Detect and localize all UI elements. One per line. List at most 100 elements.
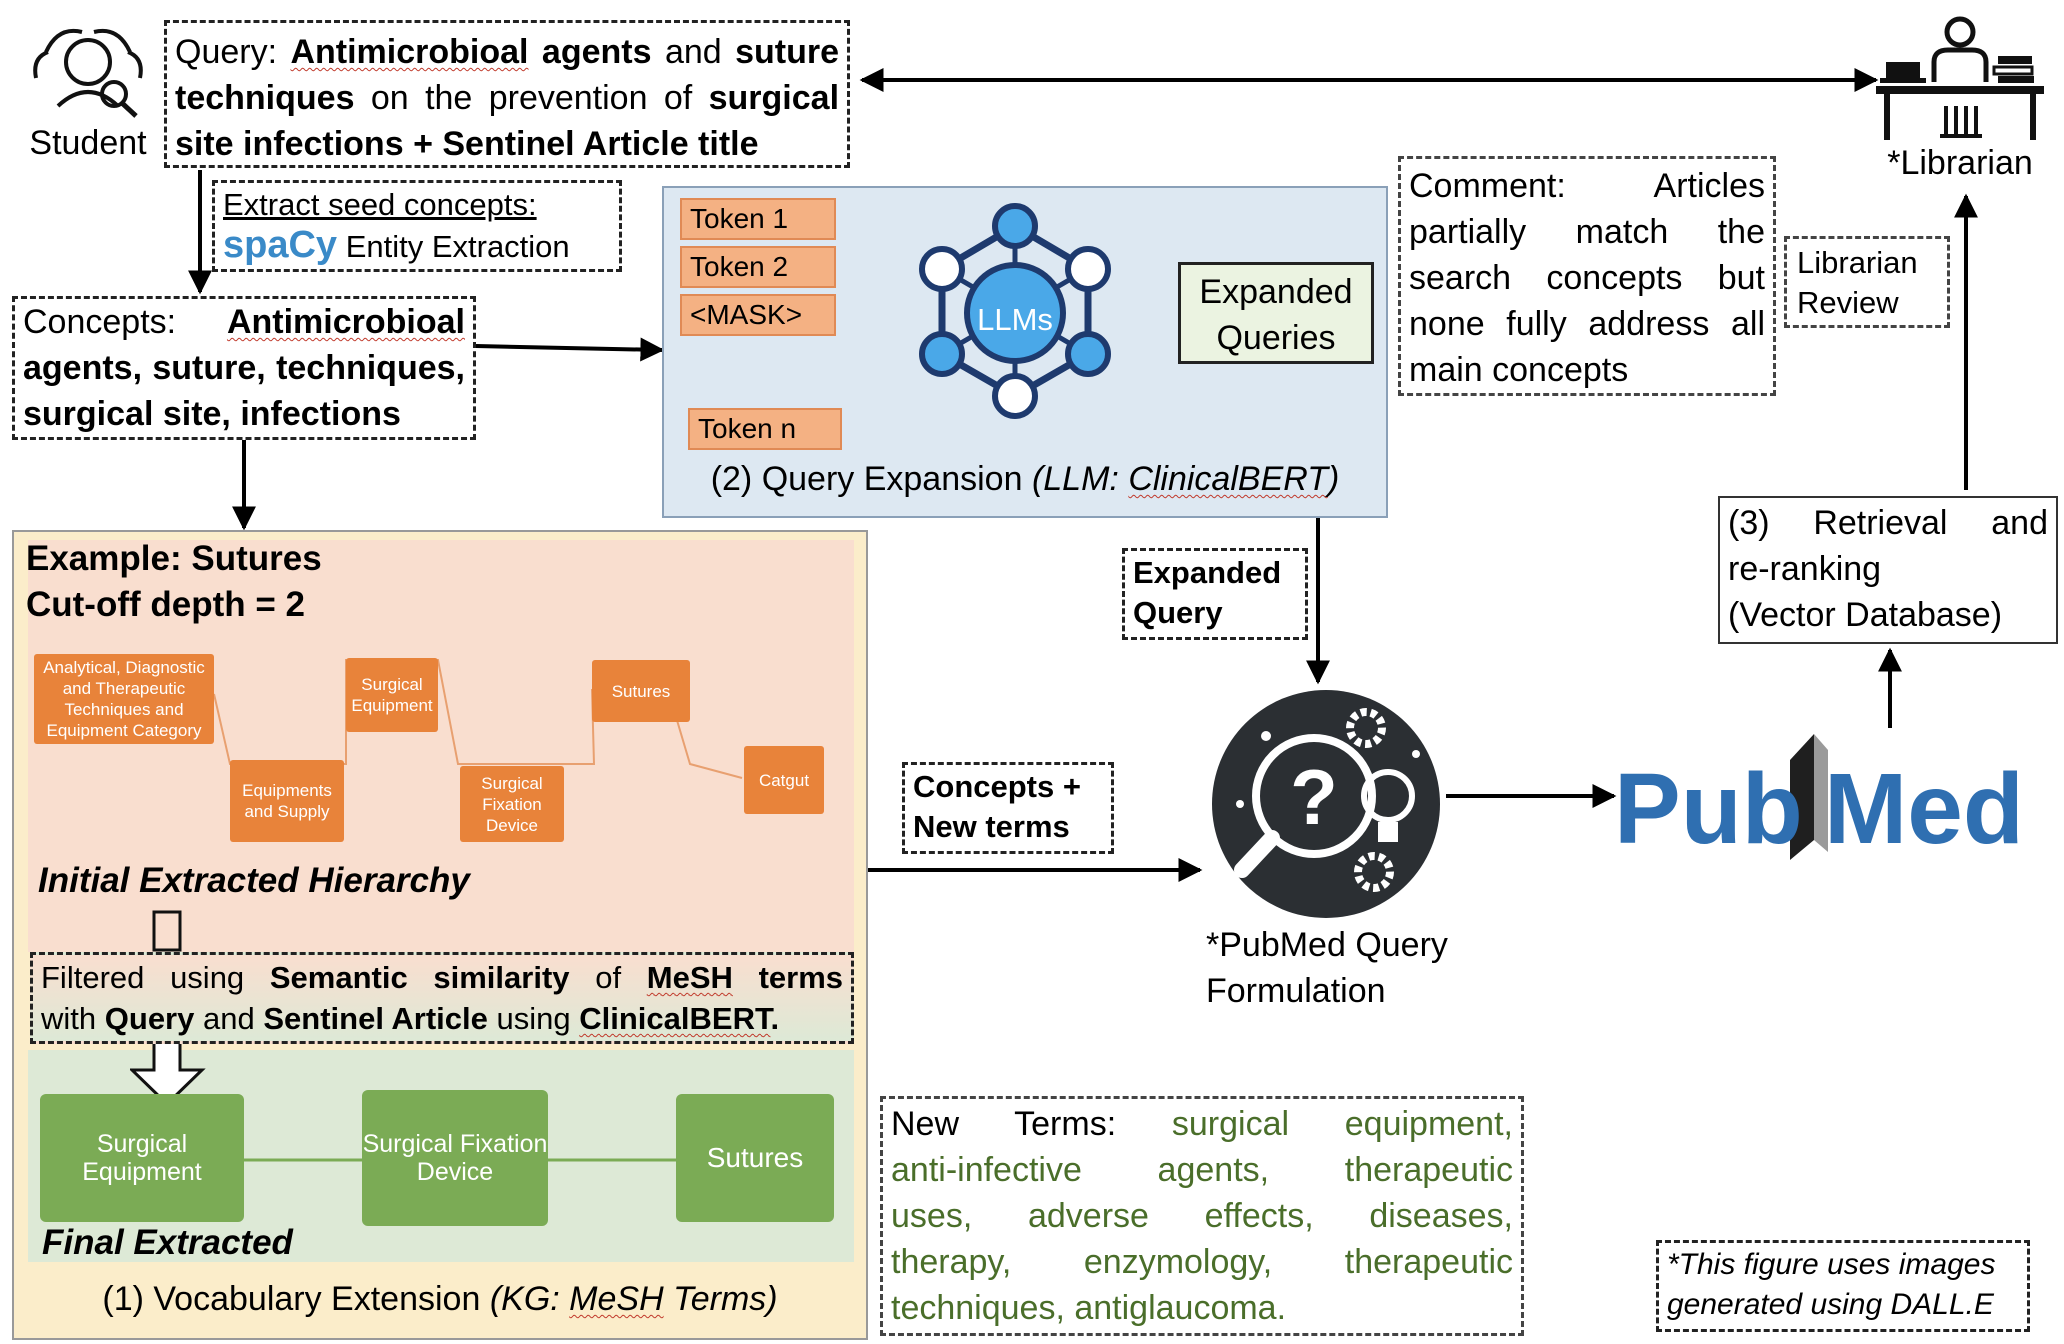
comment-line-4: none fully address all — [1409, 305, 1765, 343]
filter-word-similarity: similarity — [433, 960, 570, 995]
pubmed-query-icon: ? — [1212, 690, 1440, 918]
pubmed-logo-pub: Pub — [1614, 753, 1803, 865]
vocab-example-title: Example: Sutures Cut-off depth = 2 — [26, 536, 526, 628]
comment-box: Comment: Articles partially match the se… — [1398, 156, 1776, 396]
concepts-box: Concepts: Antimicrobioal agents, suture,… — [12, 296, 476, 440]
new-terms-list-3: uses, adverse effects, diseases, — [891, 1197, 1513, 1235]
filter-word-clinicalbert: ClinicalBERT — [579, 1001, 771, 1036]
student-node: Student — [18, 22, 158, 162]
retrieval-step-number: (3) — [1728, 504, 1770, 542]
caption-plain: (2) Query Expansion — [710, 460, 1032, 498]
seed-concepts-line-2: spaCy Entity Extraction — [223, 225, 611, 267]
dalle-note-box: *This figure uses images generated using… — [1656, 1240, 2030, 1332]
final-node-sutures: Sutures — [676, 1094, 834, 1222]
query-prefix: Query: — [175, 33, 278, 71]
pubmed-logo-med: Med — [1824, 753, 2024, 865]
filter-word-of: of — [595, 960, 622, 995]
filter-word-sentinel-article: Sentinel Article — [263, 1001, 488, 1036]
concepts-new-terms-label-box: Concepts + New terms — [902, 762, 1114, 854]
vocab-caption-italic-a: (KG: — [489, 1280, 570, 1318]
librarian-label: *Librarian — [1887, 144, 2033, 182]
comment-word-articles: Articles — [1653, 167, 1765, 205]
retrieval-line-2: re-ranking — [1728, 550, 1882, 588]
expanded-queries-box: Expanded Queries — [1178, 262, 1374, 364]
librarian-review-line-1: Librarian — [1797, 245, 1918, 280]
query-term-agents: agents — [541, 33, 652, 71]
concepts-new-terms-line-2: New terms — [913, 809, 1070, 844]
student-label: Student — [29, 124, 147, 162]
token-mask: <MASK> — [680, 294, 836, 336]
vocab-caption-mesh: MeSH — [569, 1280, 664, 1318]
query-words-prevention: on the prevention of — [370, 79, 693, 117]
token-n: Token n — [688, 408, 842, 450]
arrow-concepts-expansion — [475, 337, 665, 362]
token-1: Token 1 — [680, 198, 836, 240]
query-line-1: Query: Antimicrobioal agents and suture — [175, 29, 839, 75]
filter-word-using-2: using — [496, 1001, 571, 1036]
hierarchy-node-equipments-supply: Equipments and Supply — [230, 760, 344, 842]
new-terms-list-1: surgical equipment, — [1171, 1105, 1513, 1143]
caption-italic-a: (LLM: — [1031, 460, 1129, 498]
filter-line-2: with Query and Sentinel Article using Cl… — [41, 998, 843, 1039]
llm-network-icon — [919, 203, 1111, 419]
comment-line-2: partially match the — [1409, 213, 1765, 251]
retrieval-line-1: (3) Retrieval and — [1728, 500, 2048, 546]
librarian-review-line-2: Review — [1797, 285, 1899, 320]
vocab-example: Example: Sutures — [26, 539, 322, 578]
entity-extraction-label: Entity Extraction — [345, 229, 570, 264]
comment-line-1: Comment: Articles — [1409, 163, 1765, 209]
vocabulary-extension-caption: (1) Vocabulary Extension (KG: MeSH Terms… — [12, 1274, 868, 1324]
expanded-query-line-1: Expanded — [1133, 555, 1282, 590]
filter-word-mesh: MeSH — [646, 960, 733, 995]
hierarchy-node-analytical: Analytical, Diagnostic and Therapeutic T… — [34, 654, 214, 744]
caption-italic-c: ) — [1327, 460, 1340, 498]
query-box: Query: Antimicrobioal agents and suture … — [164, 20, 850, 168]
concepts-line-3: surgical site, infections — [23, 395, 401, 433]
new-terms-box: New Terms: surgical equipment, anti-infe… — [880, 1096, 1524, 1336]
new-terms-list-2: anti-infective agents, therapeutic — [891, 1151, 1513, 1189]
pubmed-query-line-1: *PubMed Query — [1206, 926, 1448, 964]
query-term-antimicrobioal: Antimicrobioal — [290, 33, 529, 71]
comment-line-5: main concepts — [1409, 351, 1629, 389]
hierarchy-node-surgical-fixation: Surgical Fixation Device — [460, 766, 564, 842]
concepts-prefix: Concepts: — [23, 303, 177, 341]
pubmed-logo: Pub Med — [1614, 724, 2034, 874]
retrieval-word: Retrieval — [1813, 504, 1948, 542]
pubmed-query-line-2: Formulation — [1206, 972, 1386, 1010]
pubmed-query-label: *PubMed Query Formulation — [1206, 922, 1526, 1014]
filter-word-filtered: Filtered — [41, 960, 145, 995]
final-node-surgical-equipment: Surgical Equipment — [40, 1094, 244, 1222]
concepts-term-antimicrobioal: Antimicrobioal — [226, 303, 465, 341]
new-terms-list-5: techniques, antiglaucoma. — [891, 1289, 1287, 1327]
filter-word-using: using — [170, 960, 245, 995]
hierarchy-region — [28, 540, 854, 952]
vocab-caption-italic-c: Terms) — [663, 1280, 778, 1318]
dalle-note-line-2: generated using DALL.E — [1667, 1288, 1994, 1321]
pubmed-book-icon — [1790, 734, 1828, 860]
seed-concepts-box: Extract seed concepts: spaCy Entity Extr… — [212, 180, 622, 272]
filter-box: Filtered using Semantic similarity of Me… — [30, 952, 854, 1044]
new-terms-list-4: therapy, enzymology, therapeutic — [891, 1243, 1513, 1281]
query-term-techniques: techniques — [175, 79, 355, 117]
filter-word-semantic: Semantic — [269, 960, 408, 995]
initial-hierarchy-label: Initial Extracted Hierarchy — [38, 861, 470, 900]
query-expansion-caption: (2) Query Expansion (LLM: ClinicalBERT) — [662, 454, 1388, 504]
concepts-line-1: Concepts: Antimicrobioal — [23, 299, 465, 345]
filter-line-1: Filtered using Semantic similarity of Me… — [41, 957, 843, 998]
filter-word-with: with — [41, 1001, 97, 1036]
concepts-line-2: agents, suture, techniques, — [23, 349, 465, 387]
svg-text:?: ? — [1290, 753, 1338, 841]
caption-clinicalbert: ClinicalBERT — [1128, 460, 1328, 498]
final-node-surgical-fixation: Surgical Fixation Device — [362, 1090, 548, 1226]
vocab-caption-plain: (1) Vocabulary Extension — [102, 1280, 490, 1318]
filter-arrow — [130, 910, 206, 1106]
hierarchy-node-sutures: Sutures — [592, 660, 690, 722]
vocab-cutoff: Cut-off depth = 2 — [26, 585, 305, 624]
query-term-suture: suture — [735, 33, 840, 71]
student-icon — [33, 29, 143, 118]
filter-word-and: and — [203, 1001, 255, 1036]
token-2: Token 2 — [680, 246, 836, 288]
llm-label: LLMs — [977, 302, 1053, 337]
dalle-note-line-1: *This figure uses images — [1667, 1248, 1996, 1281]
librarian-icon — [1876, 16, 2044, 140]
